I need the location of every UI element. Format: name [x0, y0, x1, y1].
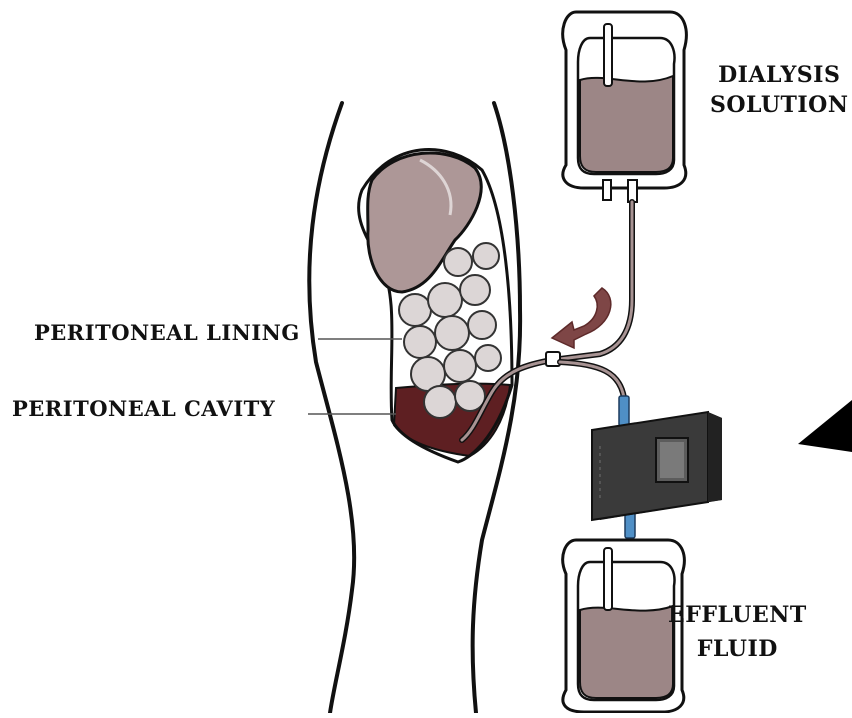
- effluent-fluid-label-line1: EFFLUENT: [668, 598, 807, 632]
- dialysis-device: [592, 412, 722, 520]
- effluent-fluid-label-line2: FLUID: [668, 632, 807, 666]
- effluent-fluid-bag: [563, 540, 685, 712]
- flow-direction-arrow: [552, 288, 611, 348]
- peritoneal-lining-label: PERITONEAL LINING: [34, 320, 300, 345]
- dialysis-solution-label-line2: SOLUTION: [710, 90, 848, 120]
- dialysis-solution-label: DIALYSIS SOLUTION: [710, 60, 848, 120]
- pointer-triangle: [798, 400, 852, 452]
- peritoneal-cavity-label: PERITONEAL CAVITY: [12, 396, 275, 421]
- device-inlet-connector: [619, 396, 629, 426]
- effluent-fluid-label: EFFLUENT FLUID: [668, 598, 807, 666]
- dialysis-solution-bag: [563, 12, 687, 202]
- dialysis-solution-label-line1: DIALYSIS: [710, 60, 848, 90]
